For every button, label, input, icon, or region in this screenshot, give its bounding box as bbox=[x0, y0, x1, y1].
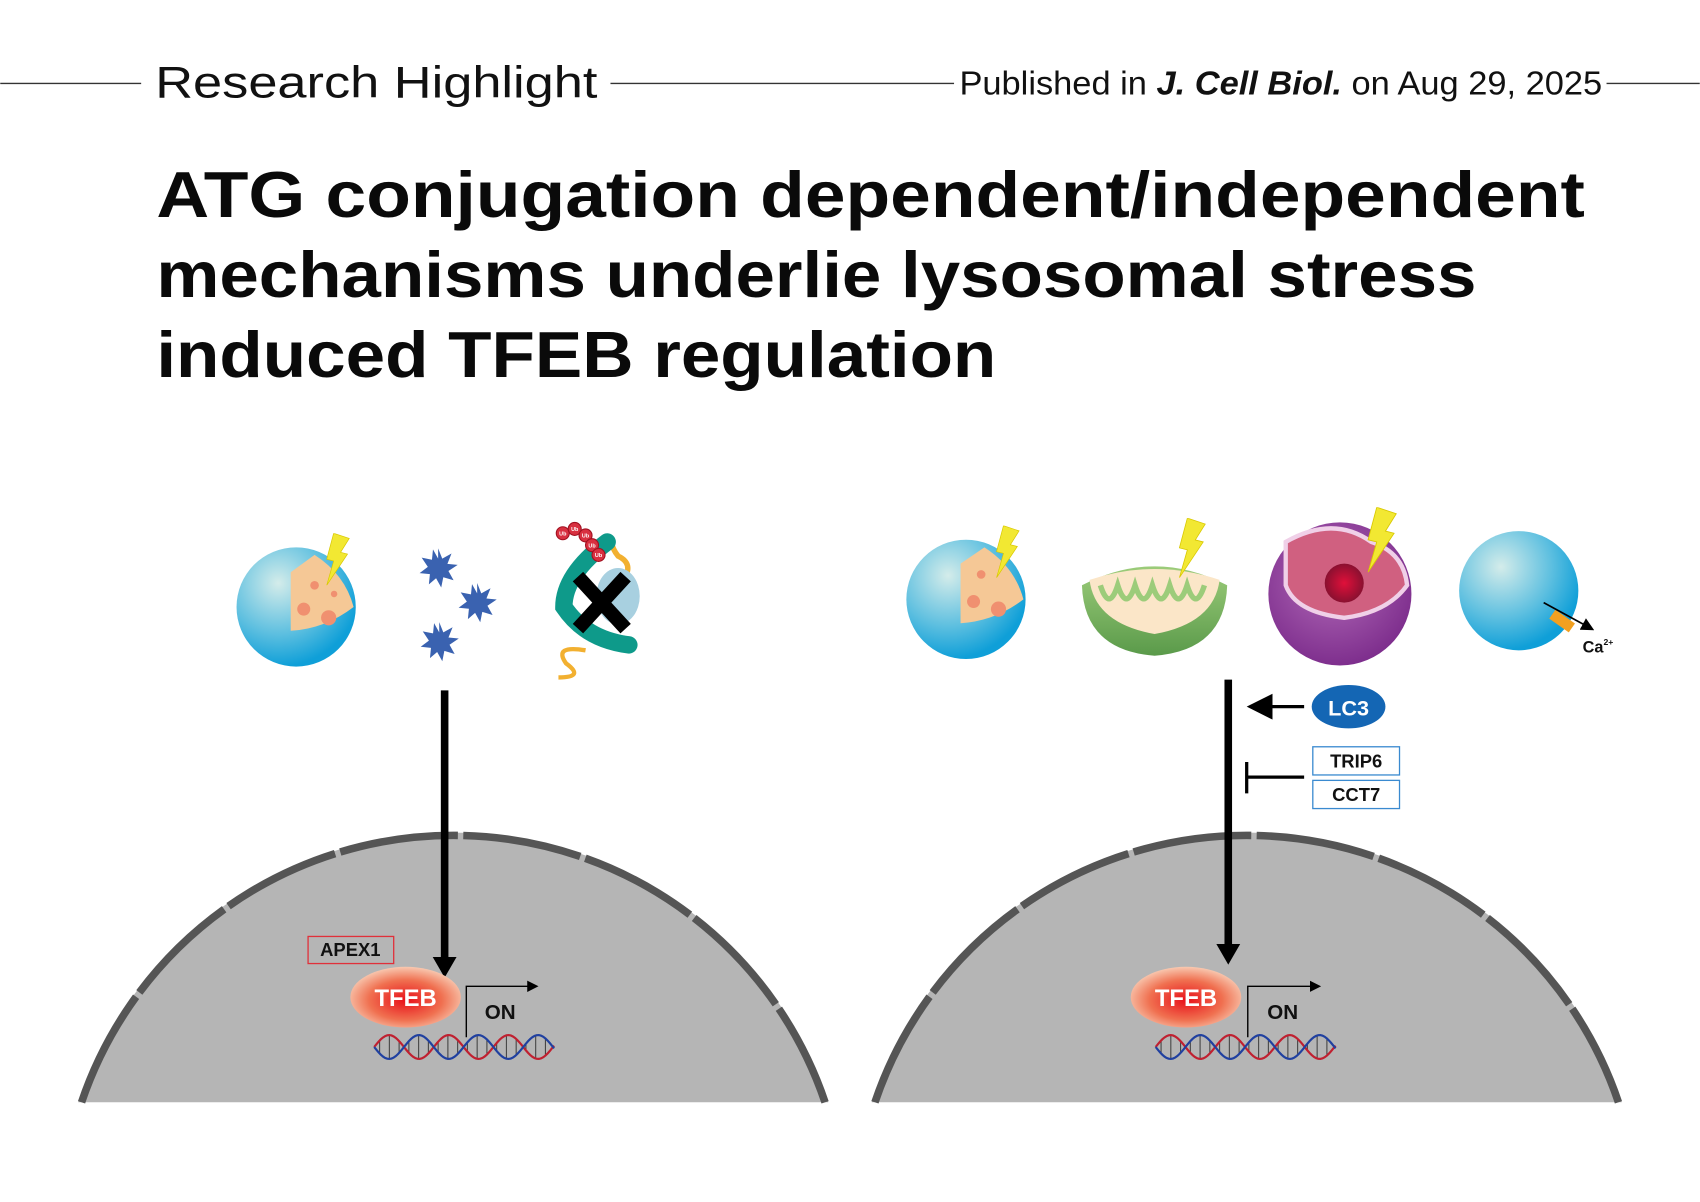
arrow-head-icon bbox=[432, 957, 457, 978]
tfeb-label: TFEB bbox=[1155, 985, 1217, 1012]
nuclear-envelope bbox=[77, 831, 829, 1104]
right-panel: Ca2+ LC3 TRIP6 CCT7 TFEB ON bbox=[906, 507, 1613, 1061]
header: Research Highlight Published in J. Cell … bbox=[0, 59, 1700, 108]
published-prefix: Published in bbox=[959, 65, 1156, 102]
publication-info: Published in J. Cell Biol. on Aug 29, 20… bbox=[959, 65, 1602, 102]
title-line: ATG conjugation dependent/independent bbox=[156, 158, 1585, 231]
trip6-box bbox=[1312, 746, 1401, 776]
damaged-nucleus-icon bbox=[1268, 507, 1412, 666]
damaged-mitochondrion-icon bbox=[1081, 518, 1228, 656]
nucleus-fill bbox=[871, 832, 1622, 1103]
ub-label: Ub bbox=[571, 527, 579, 533]
nuclear-envelope bbox=[871, 831, 1623, 1104]
calcium-label: Ca2+ bbox=[1583, 637, 1614, 657]
dna-icon bbox=[373, 1033, 555, 1061]
tfeb-ellipse bbox=[350, 966, 461, 1028]
tfeb-label: TFEB bbox=[375, 985, 437, 1012]
ub-label: Ub bbox=[582, 534, 590, 540]
section-label: Research Highlight bbox=[155, 59, 598, 108]
block-x-icon bbox=[572, 571, 631, 634]
left-panel: Ub Ub Ub Ub Ub APEX1 TFEB ON bbox=[236, 521, 640, 1061]
ub-label: Ub bbox=[595, 553, 603, 559]
damaged-lysosome-icon bbox=[906, 525, 1026, 659]
dna-icon bbox=[1154, 1033, 1337, 1061]
nucleus-right bbox=[871, 831, 1623, 1104]
transcription-arrow bbox=[465, 980, 539, 1038]
damaged-lysosome-icon bbox=[236, 533, 356, 667]
on-label: ON bbox=[485, 1001, 516, 1024]
on-label: ON bbox=[1267, 1001, 1298, 1024]
ros-stars-icon bbox=[419, 548, 497, 662]
published-date: on Aug 29, 2025 bbox=[1342, 65, 1602, 102]
transcription-arrow bbox=[1247, 980, 1322, 1038]
dna-strand bbox=[1154, 1033, 1337, 1061]
nucleus-left bbox=[77, 831, 829, 1104]
calcium-releasing-lysosome-icon: Ca2+ bbox=[1459, 531, 1613, 656]
lc3-label: LC3 bbox=[1328, 695, 1369, 720]
lc3-ellipse bbox=[1311, 684, 1386, 729]
arrow-head-icon bbox=[1216, 944, 1241, 965]
ub-label: Ub bbox=[588, 543, 596, 549]
inhibition-arrow bbox=[1245, 761, 1305, 794]
journal-name: J. Cell Biol. bbox=[1157, 65, 1342, 102]
title-line: induced TFEB regulation bbox=[156, 318, 996, 391]
nucleus-fill bbox=[78, 832, 829, 1103]
page-title: ATG conjugation dependent/independent me… bbox=[156, 158, 1585, 391]
ub-label: Ub bbox=[559, 531, 567, 537]
tfeb-ellipse bbox=[1130, 966, 1242, 1028]
apex1-box bbox=[307, 935, 395, 965]
cct7-box bbox=[1312, 779, 1401, 810]
trip6-label: TRIP6 bbox=[1330, 750, 1382, 771]
ubiquitinated-protein-blocked-icon: Ub Ub Ub Ub Ub bbox=[555, 521, 640, 680]
title-line: mechanisms underlie lysosomal stress bbox=[156, 238, 1476, 311]
cct7-label: CCT7 bbox=[1332, 784, 1380, 805]
dna-strand bbox=[373, 1033, 555, 1061]
apex1-label: APEX1 bbox=[320, 939, 380, 960]
